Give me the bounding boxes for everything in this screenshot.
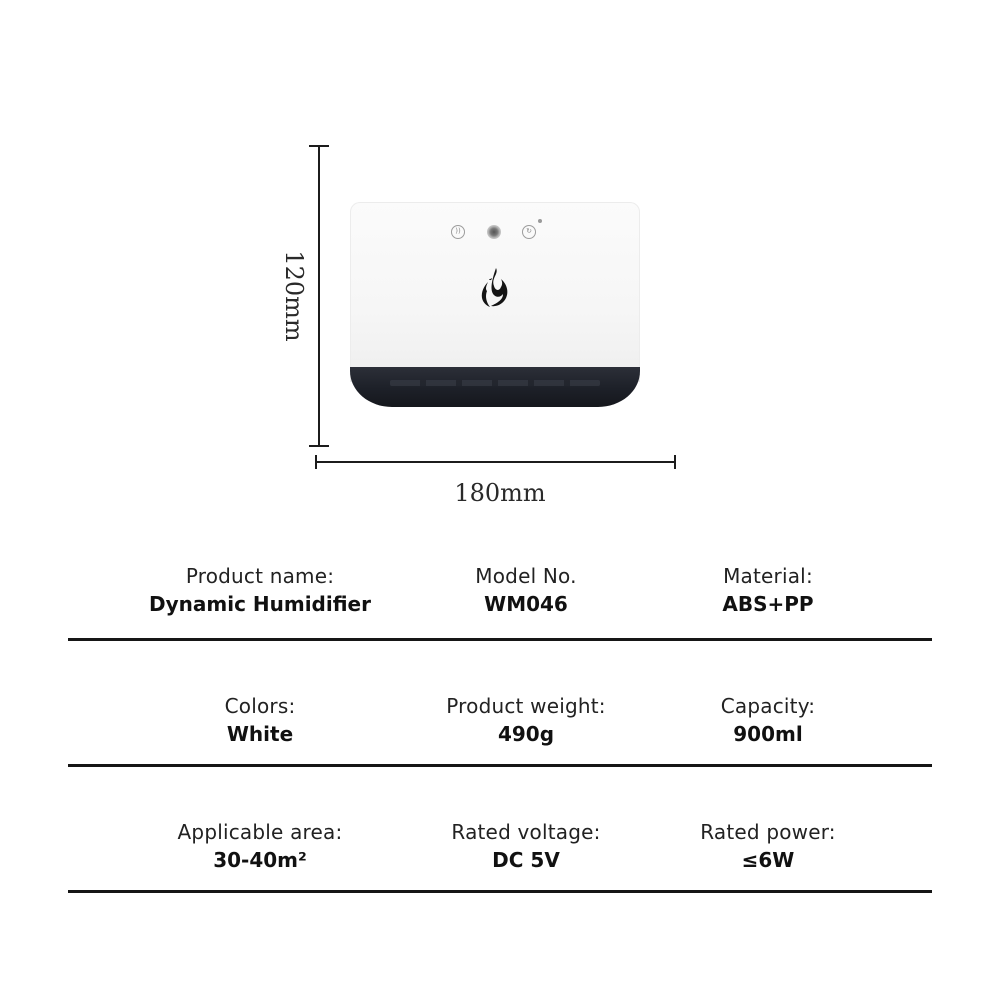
spec-label: Product weight:: [446, 694, 606, 718]
spec-label: Rated voltage:: [451, 820, 601, 844]
spec-value: 30-40m²: [213, 848, 307, 872]
spec-value: White: [226, 722, 294, 746]
row-divider: [68, 638, 932, 641]
spec-value: 900ml: [733, 722, 803, 746]
indicator-dot: [538, 219, 542, 223]
spec-label: Material:: [723, 564, 813, 588]
spec-applicable-area: Applicable area: 30-40m²: [130, 820, 390, 872]
mist-button-icon: )): [451, 225, 465, 239]
light-button-icon: [487, 225, 501, 239]
spec-label: Rated power:: [700, 820, 836, 844]
spec-capacity: Capacity: 900ml: [638, 694, 898, 746]
spec-rated-voltage: Rated voltage: DC 5V: [396, 820, 656, 872]
width-dimension-cap-right: [674, 455, 676, 469]
spec-label: Capacity:: [720, 694, 816, 718]
row-divider: [68, 764, 932, 767]
spec-label: Product name:: [185, 564, 335, 588]
spec-label: Applicable area:: [177, 820, 343, 844]
spec-rated-power: Rated power: ≤6W: [638, 820, 898, 872]
humidifier-base: [350, 367, 640, 407]
humidifier-product-image: )) ↻: [350, 202, 640, 407]
height-dimension-line: [318, 146, 320, 446]
flame-icon: [481, 268, 508, 307]
height-dimension-cap-bottom: [309, 445, 329, 447]
spec-label: Colors:: [224, 694, 296, 718]
spec-value: ABS+PP: [722, 592, 814, 616]
spec-material: Material: ABS+PP: [638, 564, 898, 616]
spec-value: 490g: [497, 722, 555, 746]
width-dimension-line: [316, 461, 676, 463]
row-divider: [68, 890, 932, 893]
spec-value: ≤6W: [741, 848, 795, 872]
humidifier-base-vent: [390, 380, 600, 386]
spec-product-weight: Product weight: 490g: [396, 694, 656, 746]
height-dimension-label: 120mm: [280, 250, 308, 342]
spec-product-name: Product name: Dynamic Humidifier: [130, 564, 390, 616]
width-dimension-label: 180mm: [454, 479, 546, 507]
spec-value: DC 5V: [492, 848, 560, 872]
spec-value: Dynamic Humidifier: [149, 592, 371, 616]
spec-model-no: Model No. WM046: [396, 564, 656, 616]
spec-value: WM046: [484, 592, 568, 616]
spec-label: Model No.: [475, 564, 577, 588]
cycle-button-icon: ↻: [522, 225, 536, 239]
spec-colors: Colors: White: [130, 694, 390, 746]
